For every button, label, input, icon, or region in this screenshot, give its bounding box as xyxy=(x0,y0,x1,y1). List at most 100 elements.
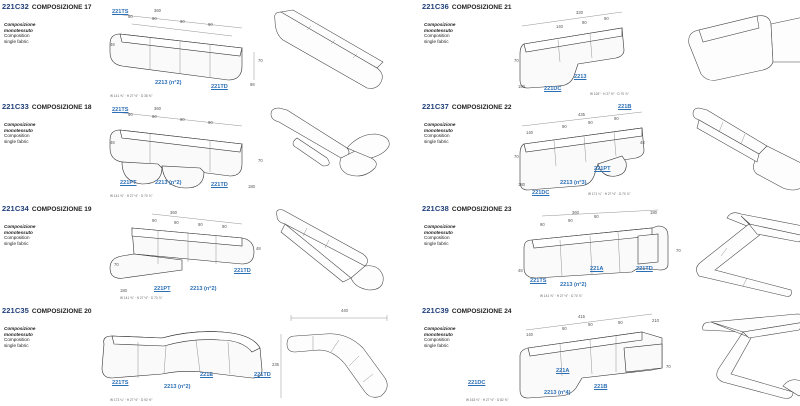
desc-english-1: Composition xyxy=(4,337,30,343)
desc-english-2: single fabric xyxy=(4,342,29,348)
dimension: 90 xyxy=(152,218,157,223)
fabric-description: Composizione monotessuto Composition sin… xyxy=(424,224,455,246)
dimension: 90 xyxy=(128,14,133,19)
module-label: 221TD xyxy=(254,372,271,378)
desc-italian-1: Composizione xyxy=(424,326,456,331)
composition-name: COMPOSIZIONE 19 xyxy=(31,206,92,213)
dimension-height: 70 xyxy=(676,248,681,253)
composition-name: COMPOSIZIONE 17 xyxy=(31,4,92,11)
fabric-description: Composizione monotessuto Composition sin… xyxy=(4,122,35,144)
dimension: 90 xyxy=(562,124,567,129)
desc-english-1: Composition xyxy=(4,33,30,39)
desc-italian-1: Composizione xyxy=(424,224,456,229)
dimension: 90 xyxy=(198,222,203,227)
imperial-dimensions: W 171 ¼" · H 27 ½" · D 70 ⅞" xyxy=(588,192,631,196)
dimension-height: 70 xyxy=(514,58,519,63)
desc-english-2: single fabric xyxy=(424,38,449,44)
dimension-width: 360 xyxy=(154,8,161,13)
module-label: 221PT xyxy=(594,166,611,172)
fabric-description: Composizione monotessuto Composition sin… xyxy=(424,326,455,348)
module-label: 221B xyxy=(618,104,632,110)
dimension-height: 70 xyxy=(258,158,263,163)
desc-english-1: Composition xyxy=(424,133,450,139)
sofa-render-image xyxy=(692,107,800,191)
composition-name: COMPOSIZIONE 22 xyxy=(451,104,512,111)
dimension: 90 xyxy=(588,322,593,327)
dimension: 90 xyxy=(540,222,545,227)
module-label: 221B xyxy=(594,384,608,390)
dimension: 48 xyxy=(518,268,523,273)
dimension: 90 xyxy=(128,112,133,117)
dimension-depth: 180 xyxy=(650,210,657,215)
dimension-width: 415 xyxy=(578,314,585,319)
dimension-depth: 180 xyxy=(120,288,127,293)
product-code: 221C33 xyxy=(2,102,29,111)
module-label: 221TD xyxy=(636,266,653,272)
dimension: 90 xyxy=(582,20,587,25)
composition-name: COMPOSIZIONE 18 xyxy=(31,104,92,111)
product-code: 221C36 xyxy=(422,2,449,11)
desc-english-2: single fabric xyxy=(424,240,449,246)
module-label: 221PT xyxy=(154,286,171,292)
dimension: 90 xyxy=(152,16,157,21)
dimension-height: 70 xyxy=(114,262,119,267)
desc-italian-2: monotessuto xyxy=(424,27,453,33)
dimension-width: 360 xyxy=(170,210,177,215)
product-code: 221C37 xyxy=(422,102,449,111)
dimension-height: 70 xyxy=(514,154,519,159)
desc-english-1: Composition xyxy=(424,337,450,343)
desc-english-1: Composition xyxy=(4,235,30,241)
module-label: 221TD xyxy=(211,84,228,90)
plan-view-drawing xyxy=(280,315,388,398)
imperial-dimensions: W 173 ¼" · H 27 ½" · D 92 ½" xyxy=(110,398,153,402)
dimension: 90 xyxy=(222,224,227,229)
module-label: 221A xyxy=(590,266,604,272)
dimension: 48 xyxy=(110,42,115,47)
dimension: 48 xyxy=(256,246,261,251)
sofa-render-image xyxy=(274,9,384,89)
desc-english-1: Composition xyxy=(4,133,30,139)
dimension-depth: 235 xyxy=(272,362,279,367)
technical-drawing xyxy=(519,11,625,89)
desc-italian-1: Composizione xyxy=(4,122,36,127)
desc-italian-1: Composizione xyxy=(4,22,36,27)
composition-name: COMPOSIZIONE 21 xyxy=(451,4,512,11)
module-label: 221TS xyxy=(112,9,129,15)
dimension-depth: 210 xyxy=(652,318,659,323)
product-code: 221C38 xyxy=(422,204,449,213)
module-label: 221E xyxy=(200,372,214,378)
module-label: 2213 (n°2) xyxy=(560,282,587,288)
technical-drawing xyxy=(109,13,255,81)
dimension-width: 360 xyxy=(154,106,161,111)
fabric-description: Composizione monotessuto Composition sin… xyxy=(4,224,35,246)
module-label: 221TD xyxy=(234,268,251,274)
dimension: 90 xyxy=(604,16,609,21)
product-code: 221C32 xyxy=(2,2,29,11)
sofa-render-image xyxy=(696,212,800,297)
dimension: 90 xyxy=(180,117,185,122)
module-label: 2213 (n°2) xyxy=(164,384,191,390)
module-label: 221PT xyxy=(120,180,137,186)
dimension: 90 xyxy=(180,19,185,24)
desc-italian-2: monotessuto xyxy=(4,229,33,235)
dimension: 90 xyxy=(152,114,157,119)
product-code: 221C39 xyxy=(422,306,449,315)
sofa-render-image xyxy=(276,209,384,291)
dimension: 140 xyxy=(556,24,563,29)
dimension-depth: 180 xyxy=(248,184,255,189)
desc-italian-1: Composizione xyxy=(4,326,36,331)
fabric-description: Composizione monotessuto Composition sin… xyxy=(424,122,455,144)
module-label: 221TS xyxy=(530,278,547,284)
dimension: 90 xyxy=(614,116,619,121)
